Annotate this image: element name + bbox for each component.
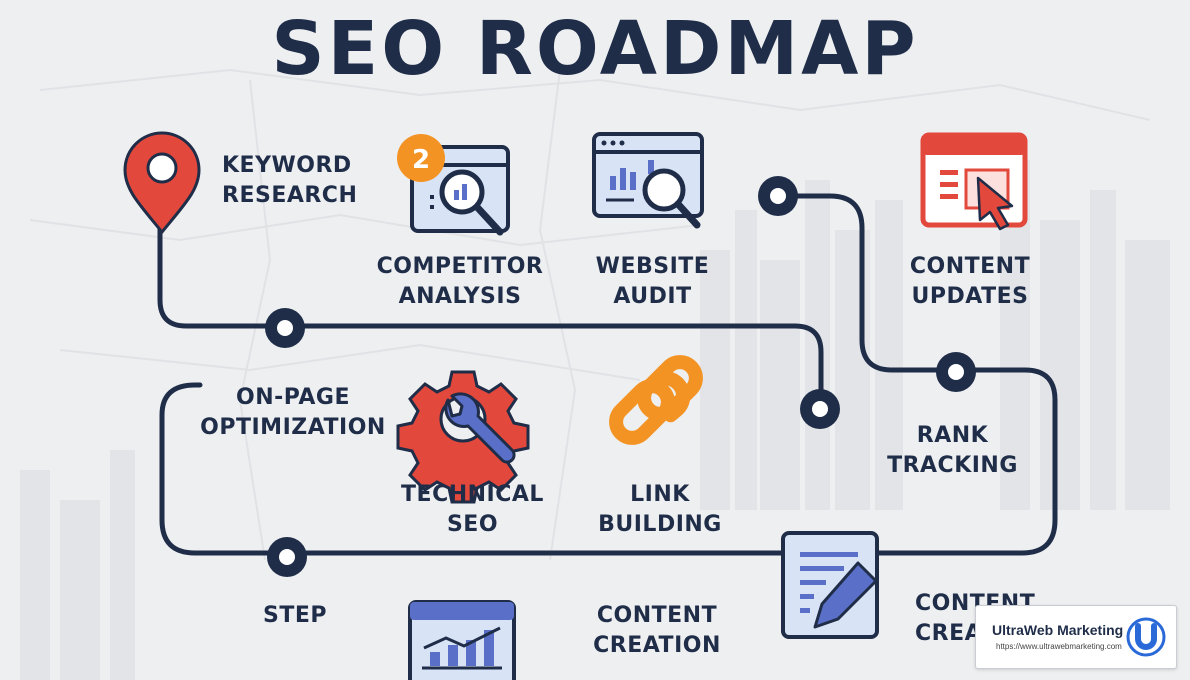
label-website-audit: WEBSITE AUDIT <box>595 254 710 309</box>
path-nodes <box>265 176 976 577</box>
brand-url: https://www.ultrawebmarketing.com <box>996 642 1122 651</box>
competitor-badge-number: 2 <box>412 145 430 175</box>
label-step: STEP <box>262 603 327 628</box>
label-on-page-optimization: ON-PAGE OPTIMIZATION <box>200 385 386 440</box>
label-keyword-research: KEYWORD RESEARCH <box>222 153 358 208</box>
label-competitor-analysis: COMPETITOR ANALYSIS <box>376 254 544 309</box>
label-content-creation: CONTENT CREATION <box>593 603 721 658</box>
brand-name: UltraWeb Marketing <box>992 622 1124 638</box>
page-title: SEO ROADMAP <box>271 6 919 92</box>
location-pin-icon <box>123 131 201 235</box>
website-audit-icon <box>592 132 704 229</box>
brand-logo-icon <box>1126 617 1166 657</box>
competitor-badge: 2 <box>397 134 445 182</box>
link-chain-icon <box>609 355 703 445</box>
brand-badge[interactable]: UltraWeb Marketing https://www.ultrawebm… <box>975 605 1177 669</box>
label-rank-tracking: RANK TRACKING <box>887 423 1018 478</box>
document-pencil-icon <box>781 531 879 639</box>
content-updates-icon <box>920 132 1028 231</box>
analytics-chart-icon <box>408 600 516 680</box>
label-technical-seo: TECHNICAL SEO <box>401 482 544 537</box>
label-link-building: LINK BUILDING <box>598 482 722 537</box>
gear-wrench-icon <box>396 370 530 504</box>
label-content-updates: CONTENT UPDATES <box>909 254 1031 309</box>
